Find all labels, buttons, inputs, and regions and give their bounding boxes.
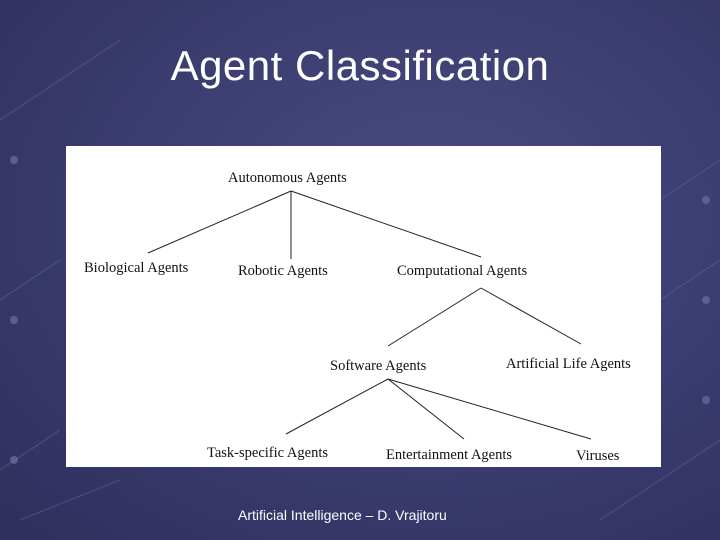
edge-computational-artificial-life xyxy=(480,287,582,345)
edge-autonomous-computational xyxy=(290,190,482,258)
node-biological-agents: Biological Agents xyxy=(84,260,189,276)
node-entertainment-agents: Entertainment Agents xyxy=(386,447,512,463)
edge-autonomous-biological xyxy=(147,190,292,254)
edge-software-task-specific xyxy=(285,378,389,435)
edge-software-viruses xyxy=(387,378,592,440)
node-computational-agents: Computational Agents xyxy=(397,263,527,279)
slide-title: Agent Classification xyxy=(170,42,550,89)
node-autonomous-agents: Autonomous Agents xyxy=(228,170,347,186)
node-artificial-life-agents: Artificial Life Agents xyxy=(506,356,631,372)
node-robotic-agents: Robotic Agents xyxy=(238,263,328,279)
diagram-panel: Autonomous Agents Biological Agents Robo… xyxy=(66,146,661,467)
slide-footer: Artificial Intelligence – D. Vrajitoru xyxy=(238,507,447,523)
edge-computational-software xyxy=(387,287,482,347)
edge-software-entertainment xyxy=(387,378,465,440)
node-software-agents: Software Agents xyxy=(330,358,427,374)
classification-tree: Autonomous Agents Biological Agents Robo… xyxy=(84,170,631,464)
node-task-specific-agents: Task-specific Agents xyxy=(207,445,328,461)
node-viruses: Viruses xyxy=(576,448,620,464)
